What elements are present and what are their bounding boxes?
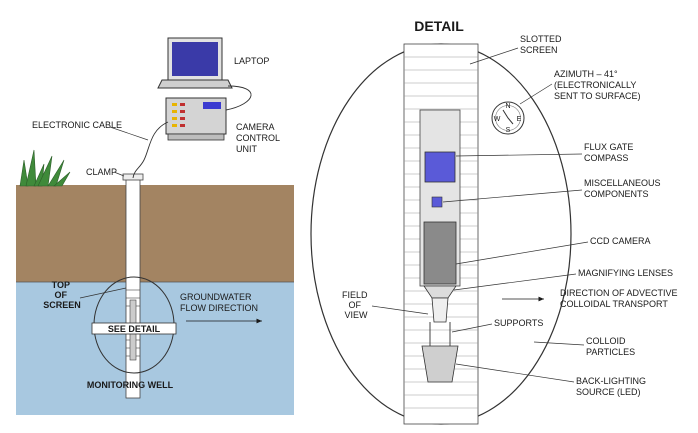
magnifying-lenses-label: MAGNIFYING LENSES [578,268,673,278]
detail-title: DETAIL [414,18,464,34]
compass-e: E [517,116,522,123]
laptop-icon [157,37,233,89]
clamp-label: CLAMP [86,167,117,177]
borescope-probe [419,109,461,383]
flux-gate-compass-label: FLUX GATE COMPASS [584,142,636,163]
camera-control-unit-icon [165,97,227,141]
supports-label: SUPPORTS [494,318,543,328]
back-lighting-led [421,345,459,383]
ccd-camera [423,221,457,285]
compass-s: S [506,127,511,134]
colloid-particles-label: COLLOID PARTICLES [586,336,635,357]
flux-gate-compass [424,151,456,183]
misc-components-label: MISCELLANEOUS COMPONENTS [584,178,663,199]
see-detail-box [91,322,177,335]
misc-components [431,196,443,208]
slotted-screen-label: SLOTTED SCREEN [520,34,564,55]
soil-layer [16,185,294,282]
laptop-to-unit-cable [225,85,252,111]
compass-n: N [505,103,510,110]
top-of-screen-label: TOP OF SCREEN [43,280,81,310]
back-lighting-label: BACK-LIGHTING SOURCE (LED) [576,376,649,397]
see-detail-label: SEE DETAIL [108,324,161,334]
groundwater-layer [16,282,294,415]
laptop-label: LAPTOP [234,56,269,66]
camera-control-unit-label: CAMERA CONTROL UNIT [236,122,282,154]
grass-tuft [19,149,71,187]
azimuth-label: AZIMUTH – 41° (ELECTRONICALLY SENT TO SU… [554,69,641,101]
groundwater-flow-label: GROUNDWATER FLOW DIRECTION [180,292,258,313]
site-cross-section [16,185,294,415]
electronic-cable-label: ELECTRONIC CABLE [32,120,122,130]
compass-w: W [494,116,501,123]
compass-rose-icon: N E S W [491,101,525,135]
advective-transport-label: DIRECTION OF ADVECTIVE COLLOIDAL TRANSPO… [560,288,680,309]
ccd-camera-label: CCD CAMERA [590,236,651,246]
monitoring-well-casing [122,173,144,399]
monitoring-well-label: MONITORING WELL [87,380,174,390]
lens-barrel [431,297,449,323]
electronic-cable [132,121,169,179]
field-of-view-label: FIELD OF VIEW [342,290,370,320]
